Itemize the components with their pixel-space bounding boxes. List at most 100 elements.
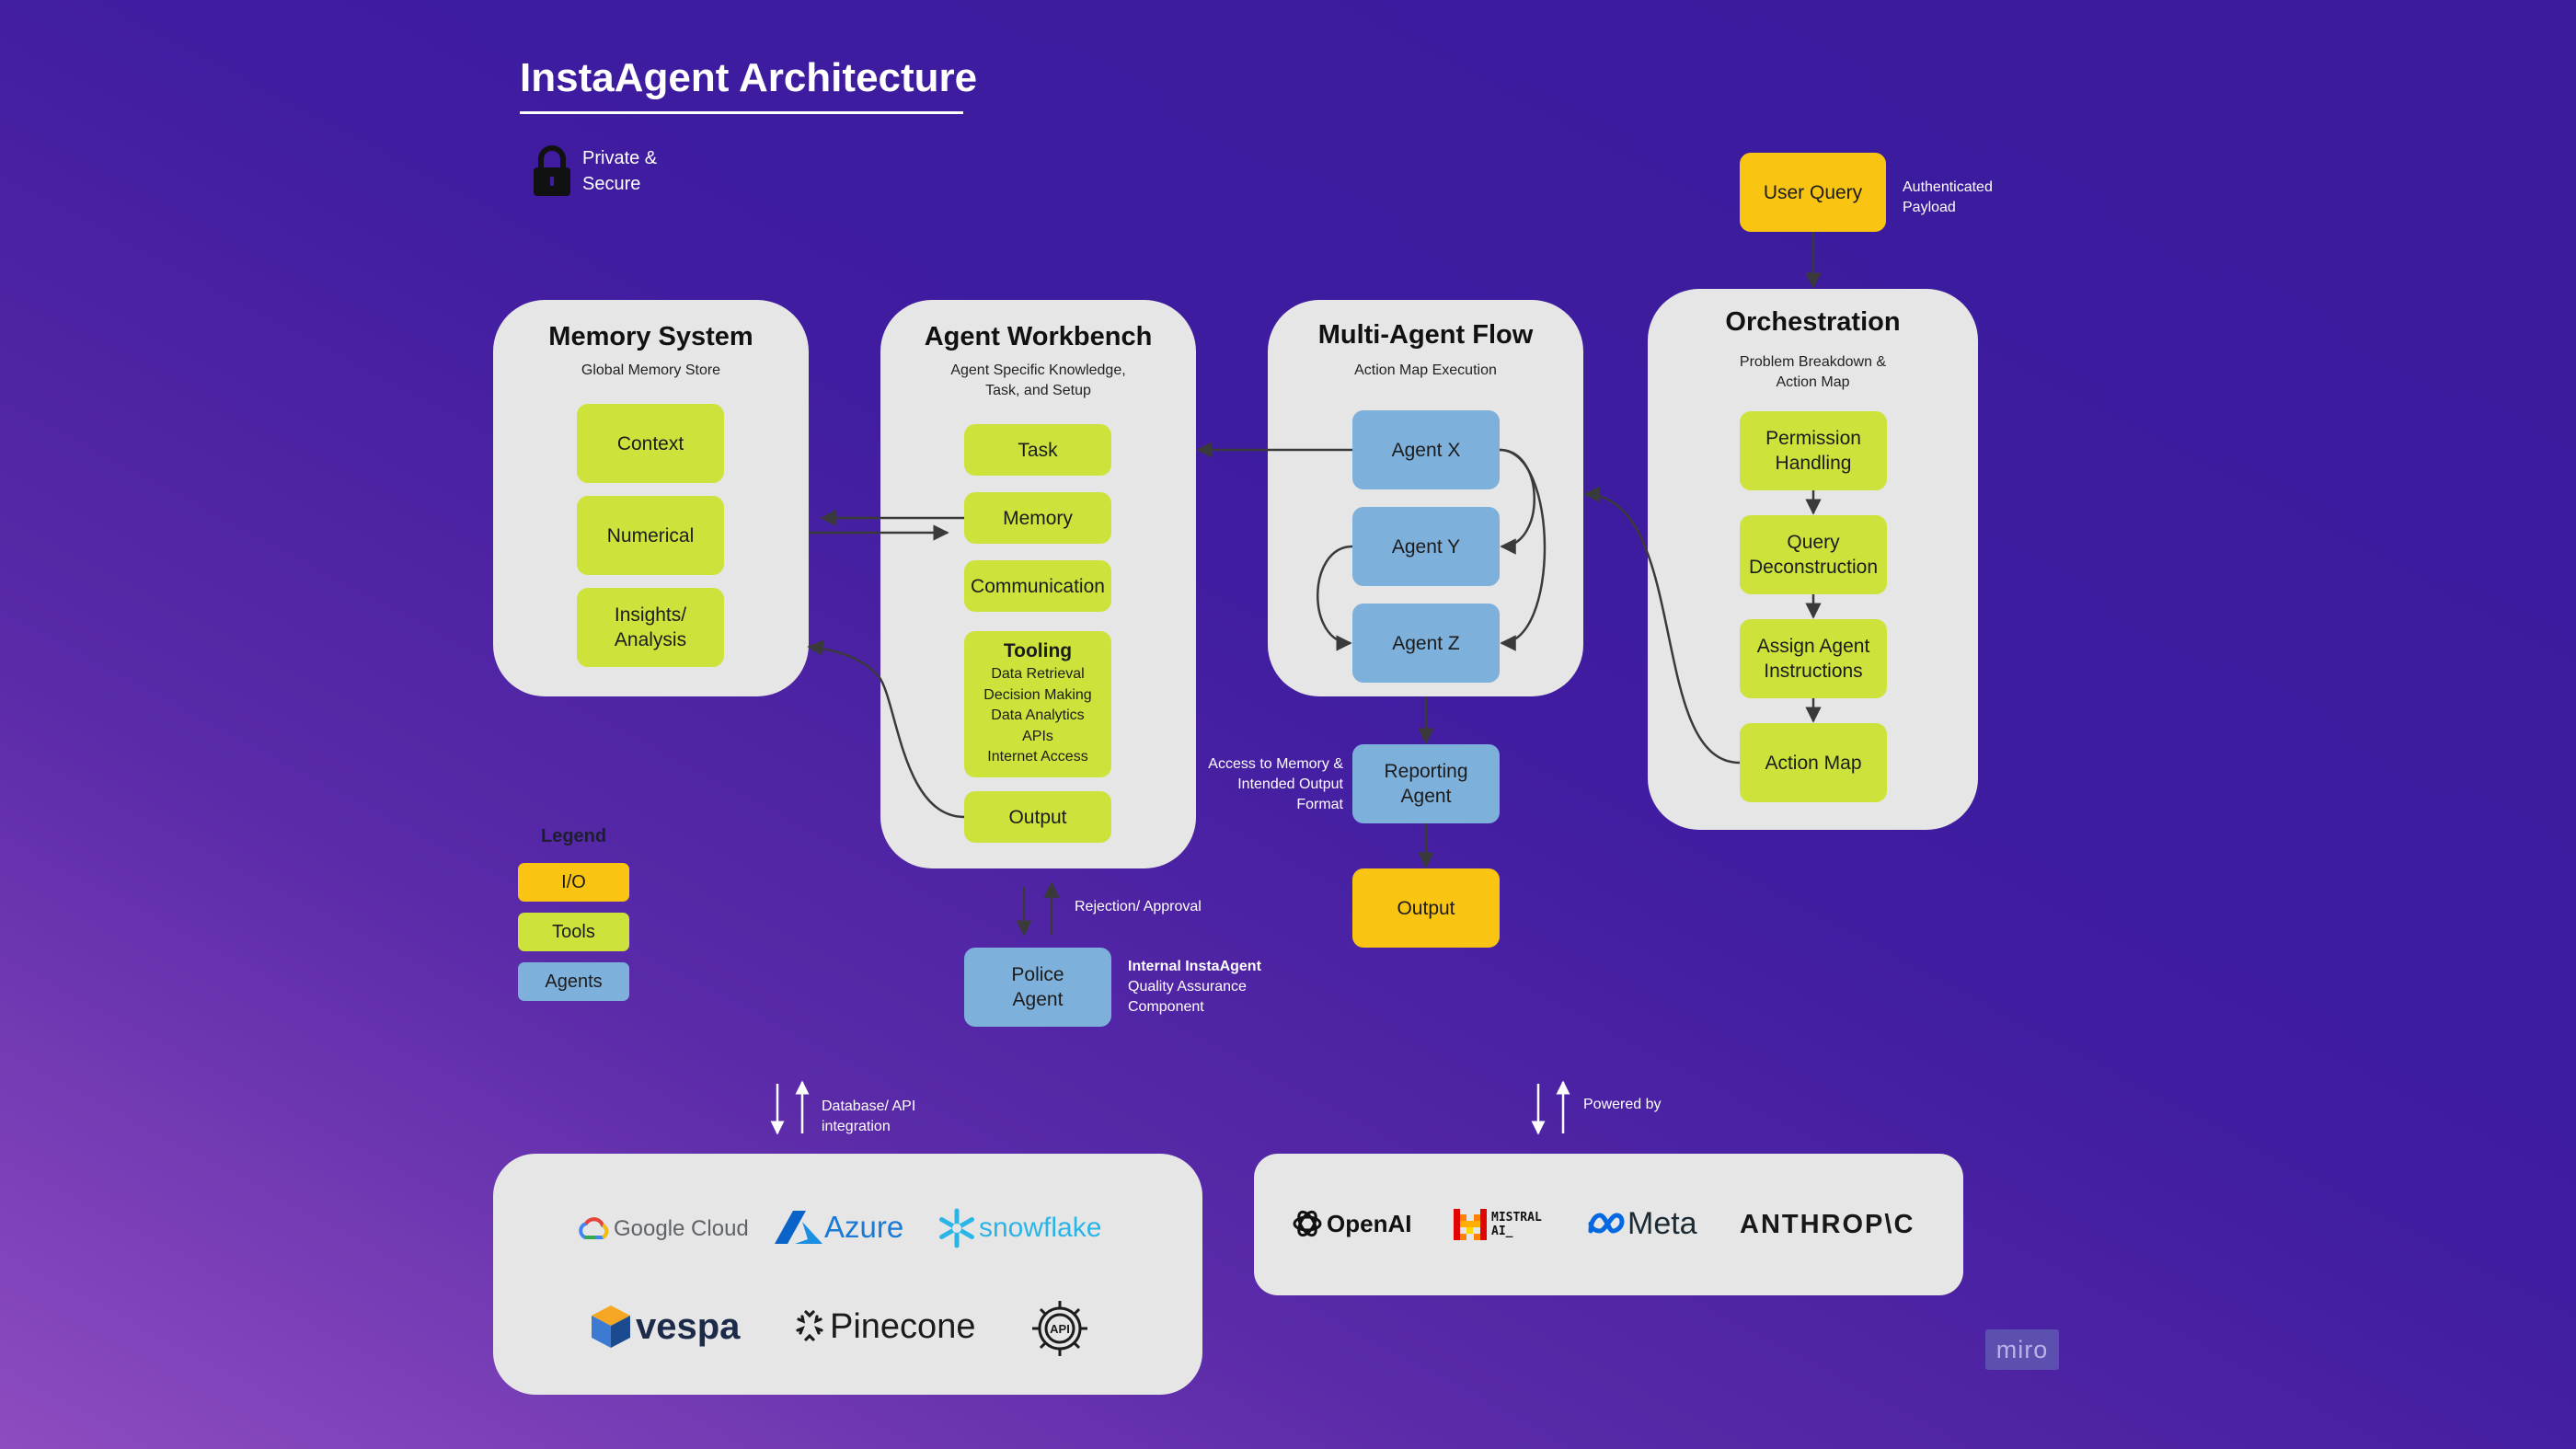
mistral-label: MISTRAL AI_ <box>1491 1211 1542 1238</box>
police-agent[interactable]: Police Agent <box>964 948 1111 1027</box>
payload-note-line-2: Payload <box>1903 200 1956 215</box>
agent-y[interactable]: Agent Y <box>1352 507 1500 586</box>
memory-item-numerical[interactable]: Numerical <box>577 496 724 575</box>
azure-icon <box>775 1211 822 1244</box>
police-note-line: Component <box>1128 999 1204 1015</box>
legend-label: I/O <box>561 871 586 892</box>
tooling-item: Data Retrieval <box>991 666 1085 682</box>
security-badge-text: Private & Secure <box>582 145 657 197</box>
tooling-item: Decision Making <box>983 686 1092 703</box>
step-query-deconstruction[interactable]: Query Deconstruction <box>1740 515 1887 594</box>
step-label: Query Deconstruction <box>1748 532 1879 578</box>
step-assign-agent-instructions[interactable]: Assign Agent Instructions <box>1740 619 1887 698</box>
api-label: API <box>1050 1322 1070 1336</box>
integration-connector-label: Database/ API integration <box>822 1097 915 1137</box>
police-note-line: Quality Assurance <box>1128 979 1247 995</box>
title-underline <box>520 111 963 114</box>
mistral-logo: MISTRAL AI_ <box>1454 1207 1547 1242</box>
step-permission-handling[interactable]: Permission Handling <box>1740 411 1887 490</box>
orchestration-subtitle: Problem Breakdown & Action Map <box>1648 352 1978 393</box>
agent-label: Agent Y <box>1391 535 1461 558</box>
reporting-agent-note: Access to Memory & Intended Output Forma… <box>1132 754 1343 815</box>
tooling-item: Internet Access <box>987 749 1088 765</box>
final-output-box[interactable]: Output <box>1352 868 1500 948</box>
pinecone-label: Pinecone <box>830 1306 976 1346</box>
integrations-panel <box>493 1154 1202 1395</box>
openai-icon <box>1293 1210 1322 1237</box>
police-agent-note: Internal InstaAgent Quality Assurance Co… <box>1128 957 1261 1018</box>
user-query-box[interactable]: User Query <box>1740 153 1886 232</box>
azure-label: Azure <box>824 1210 904 1244</box>
workbench-output-label: Output <box>1008 806 1067 828</box>
memory-system-title: Memory System <box>548 322 753 351</box>
pinecone-icon <box>796 1310 823 1341</box>
openai-logo: OpenAI <box>1291 1205 1411 1242</box>
vespa-logo: vespa <box>590 1303 740 1351</box>
integration-label-line-1: Database/ API <box>822 1098 916 1114</box>
lock-icon <box>534 145 570 196</box>
tooling-title: Tooling <box>1003 640 1073 661</box>
workbench-item-memory[interactable]: Memory <box>964 492 1111 544</box>
tooling-item: APIs <box>1022 728 1053 744</box>
anthropic-label: ANTHROP\C <box>1740 1209 1915 1239</box>
step-action-map[interactable]: Action Map <box>1740 723 1887 802</box>
agent-label: Agent Z <box>1392 632 1460 654</box>
legend-item-tools: Tools <box>518 913 629 951</box>
agent-z[interactable]: Agent Z <box>1352 604 1500 683</box>
user-query-label: User Query <box>1763 181 1863 203</box>
legend-item-agents: Agents <box>518 962 629 1001</box>
vespa-label: vespa <box>636 1305 741 1347</box>
agent-x[interactable]: Agent X <box>1352 410 1500 489</box>
security-line-1: Private & <box>582 148 658 168</box>
police-note-title: Internal InstaAgent <box>1128 959 1261 974</box>
meta-label: Meta <box>1627 1205 1697 1241</box>
orchestration-subtitle-line-2: Action Map <box>1776 374 1850 390</box>
workbench-item-label: Task <box>1018 439 1058 461</box>
snowflake-icon <box>939 1208 974 1248</box>
memory-item-label: Numerical <box>606 524 695 546</box>
legend-title: Legend <box>541 826 607 846</box>
workbench-subtitle-line-1: Agent Specific Knowledge, <box>950 362 1126 378</box>
miro-watermark: miro <box>1985 1329 2059 1370</box>
anthropic-logo: ANTHROP\C <box>1740 1207 1915 1242</box>
api-logo: API <box>1029 1297 1091 1360</box>
workbench-item-label: Memory <box>1003 507 1073 529</box>
step-label: Permission Handling <box>1765 428 1861 474</box>
workbench-output[interactable]: Output <box>964 791 1111 843</box>
snowflake-label: snowflake <box>979 1213 1102 1243</box>
api-gear-icon: API <box>1032 1301 1087 1356</box>
orchestration-subtitle-line-1: Problem Breakdown & <box>1739 354 1887 370</box>
meta-logo: Meta <box>1587 1205 1697 1242</box>
memory-item-insights[interactable]: Insights/ Analysis <box>577 588 724 667</box>
google-cloud-icon <box>579 1217 609 1239</box>
google-cloud-label: Google Cloud <box>614 1216 749 1241</box>
vespa-icon <box>592 1305 630 1348</box>
workbench-tooling[interactable]: Tooling Data Retrieval Decision Making D… <box>964 631 1111 777</box>
google-cloud-logo: Google Cloud <box>577 1213 749 1246</box>
tooling-item: Data Analytics <box>991 707 1085 723</box>
workbench-item-task[interactable]: Task <box>964 424 1111 476</box>
reporting-note-line: Access to Memory & <box>1208 756 1343 772</box>
police-link-label: Rejection/ Approval <box>1075 899 1202 914</box>
memory-item-label: Context <box>616 432 684 454</box>
authenticated-payload-note: Authenticated Payload <box>1903 178 1993 218</box>
security-line-2: Secure <box>582 174 641 194</box>
agent-workbench-subtitle: Agent Specific Knowledge, Task, and Setu… <box>880 361 1196 401</box>
reporting-note-line: Format <box>1296 797 1343 812</box>
openai-label: OpenAI <box>1327 1209 1412 1237</box>
legend-label: Tools <box>552 921 595 942</box>
multi-agent-flow-title: Multi-Agent Flow <box>1317 320 1534 350</box>
agent-label: Agent X <box>1391 439 1461 461</box>
workbench-item-communication[interactable]: Communication <box>964 560 1111 612</box>
memory-item-context[interactable]: Context <box>577 404 724 483</box>
memory-system-subtitle: Global Memory Store <box>581 362 721 378</box>
memory-item-label: Insights/ Analysis <box>614 604 687 650</box>
integration-label-line-2: integration <box>822 1119 891 1134</box>
pinecone-logo: Pinecone <box>793 1305 975 1349</box>
reporting-agent[interactable]: Reporting Agent <box>1352 744 1500 823</box>
multi-agent-flow-subtitle: Action Map Execution <box>1354 362 1497 378</box>
step-label: Action Map <box>1765 752 1862 774</box>
reporting-agent-label: Reporting Agent <box>1384 761 1468 807</box>
models-connector-label: Powered by <box>1583 1097 1662 1112</box>
final-output-label: Output <box>1397 897 1455 919</box>
